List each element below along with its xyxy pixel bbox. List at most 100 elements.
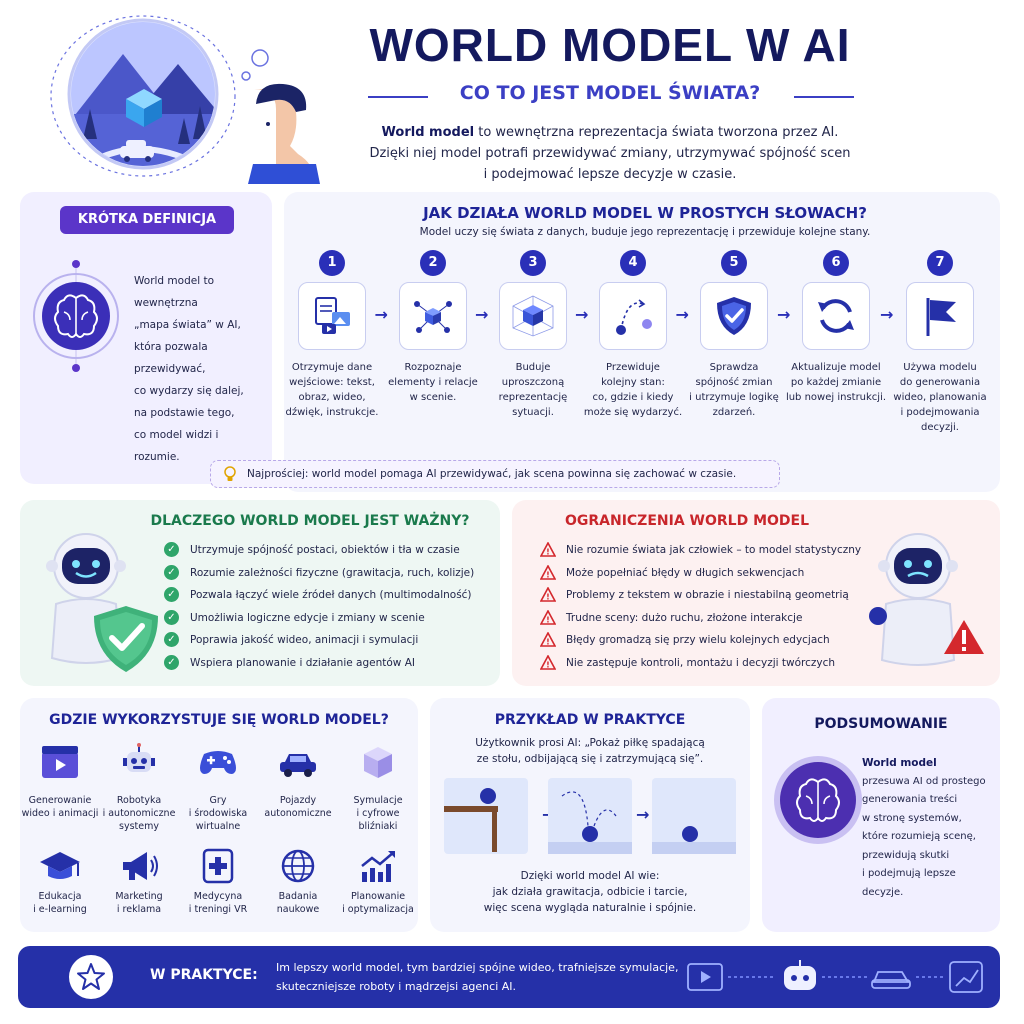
limits-list: !Nie rozumie świata jak człowiek – to mo… — [539, 541, 870, 677]
check-icon: ✓ — [164, 632, 179, 647]
step-number-3: 3 — [520, 250, 546, 276]
why-title: DLACZEGO WORLD MODEL JEST WAŻNY? — [150, 513, 470, 529]
subtitle-line-right — [794, 96, 854, 98]
why-item: ✓Rozumie zależności fizyczne (grawitacja… — [164, 564, 484, 587]
svg-text:!: ! — [546, 548, 550, 557]
step-arrow-icon: → — [880, 305, 894, 324]
growth-chart-icon — [356, 846, 400, 886]
limit-item: !Nie zastępuje kontroli, montażu i decyz… — [539, 653, 870, 677]
svg-text:!: ! — [546, 593, 550, 602]
step-icon-box — [298, 282, 366, 350]
refresh-icon — [814, 294, 858, 342]
subtitle-line-left — [368, 96, 428, 98]
definition-text: World model to wewnętrzna „mapa świata” … — [134, 275, 244, 463]
sad-robot-illustration — [856, 524, 986, 674]
svg-text:→: → — [636, 805, 649, 824]
robot-head-icon — [784, 960, 816, 990]
step-number-7: 7 — [927, 250, 953, 276]
check-icon: ✓ — [164, 587, 179, 602]
star-icon — [68, 954, 114, 1000]
medical-cross-icon — [196, 846, 240, 886]
step-icon-box — [399, 282, 467, 350]
network-cube-icon — [411, 294, 455, 342]
shield-check-icon — [712, 294, 756, 342]
gamepad-icon — [196, 742, 240, 782]
why-item: ✓Umożliwia logiczne edycje i zmiany w sc… — [164, 609, 484, 632]
shield-robot-illustration — [34, 526, 164, 676]
car-icon — [276, 742, 320, 782]
why-item: ✓Pozwala łączyć wiele źródeł danych (mul… — [164, 586, 484, 609]
graduation-cap-icon — [38, 846, 82, 886]
step-arrow-icon: → — [777, 305, 791, 324]
definition-label: KRÓTKA DEFINICJA — [60, 206, 234, 234]
document-media-icon — [310, 294, 354, 342]
how-title: JAK DZIAŁA WORLD MODEL W PROSTYCH SŁOWAC… — [423, 204, 867, 222]
example-result: Dzięki world model AI wie: jak działa gr… — [483, 870, 697, 914]
why-item: ✓Poprawia jakość wideo, animacji i symul… — [164, 631, 484, 654]
limit-item: !Błędy gromadzą się przy wielu kolejnych… — [539, 631, 870, 654]
hero-illustration — [28, 14, 328, 184]
check-icon: ✓ — [164, 564, 179, 580]
ball-sequence-illustration: → → — [444, 776, 738, 856]
limit-item: !Może popełniać błędy w długich sekwencj… — [539, 563, 870, 587]
step-number-2: 2 — [420, 250, 446, 276]
limit-item: !Problemy z tekstem w obrazie i niestabi… — [539, 586, 870, 609]
video-clapper-icon — [38, 742, 82, 782]
trajectory-icon — [611, 294, 655, 342]
limit-item: !Trudne sceny: dużo ruchu, złożone inter… — [539, 608, 870, 632]
check-icon: ✓ — [164, 654, 179, 670]
globe-icon — [276, 846, 320, 886]
bottom-icons — [682, 956, 992, 998]
bottom-bar: W PRAKTYCE: Im lepszy world model, tym b… — [18, 946, 1000, 1008]
car-outline-icon — [871, 971, 911, 989]
step-arrow-icon: → — [675, 305, 689, 324]
lightbulb-icon — [221, 465, 239, 483]
step-icon-box — [499, 282, 567, 350]
summary-text: World model przesuwa AI od prostego gene… — [862, 757, 986, 898]
analytics-icon — [949, 961, 983, 993]
cube-icon — [356, 742, 400, 782]
page-subtitle: CO TO JEST MODEL ŚWIATA? — [459, 82, 761, 104]
video-frame-icon — [687, 963, 723, 991]
bottom-text: Im lepszy world model, tym bardziej spój… — [276, 961, 679, 993]
how-subtitle: Model uczy się świata z danych, buduje j… — [419, 226, 871, 238]
check-icon: ✓ — [164, 609, 179, 625]
why-item: ✓Wspiera planowanie i działanie agentów … — [164, 654, 484, 677]
check-icon: ✓ — [164, 542, 179, 557]
step-icon-box — [599, 282, 667, 350]
flag-icon — [918, 294, 962, 342]
megaphone-icon — [117, 846, 161, 886]
example-prompt: Użytkownik prosi AI: „Pokaż piłkę spadaj… — [475, 737, 705, 765]
uses-card — [20, 698, 418, 932]
uses-title: GDZIE WYKORZYSTUJE SIĘ WORLD MODEL? — [49, 712, 389, 728]
tip-text: Najprościej: world model pomaga AI przew… — [247, 468, 737, 480]
summary-title: PODSUMOWANIE — [814, 716, 948, 732]
bottom-label: W PRAKTYCE: — [150, 967, 258, 983]
brain-icon — [28, 256, 124, 376]
svg-text:!: ! — [546, 615, 550, 624]
step-arrow-icon: → — [475, 305, 489, 324]
tip-box: Najprościej: world model pomaga AI przew… — [210, 460, 780, 488]
limits-title: OGRANICZENIA WORLD MODEL — [564, 513, 810, 529]
page-title: WORLD MODEL W AI — [369, 19, 851, 71]
why-list: ✓Utrzymuje spójność postaci, obiektów i … — [164, 541, 484, 676]
step-number-5: 5 — [721, 250, 747, 276]
brain-summary-icon — [772, 754, 864, 846]
step-icon-box — [802, 282, 870, 350]
step-arrow-icon: → — [575, 305, 589, 324]
example-title: PRZYKŁAD W PRAKTYCE — [494, 712, 686, 728]
